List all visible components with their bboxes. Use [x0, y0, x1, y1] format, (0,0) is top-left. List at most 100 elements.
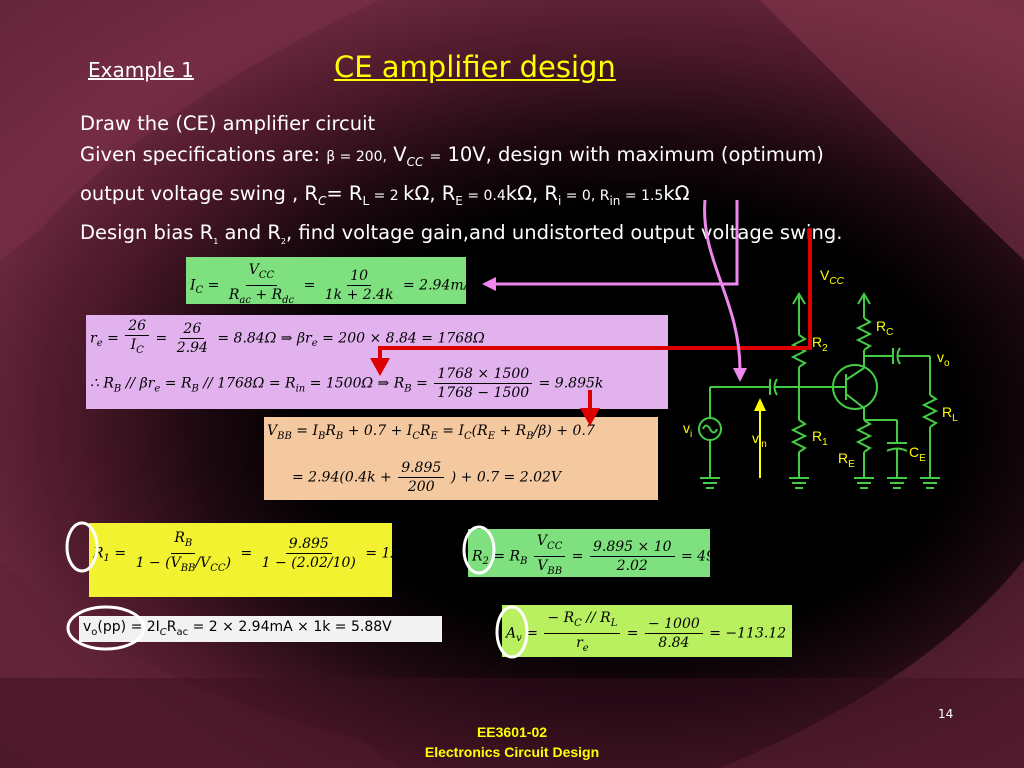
av-den1-sub: e [582, 642, 589, 654]
vbb-frac-num: R [515, 423, 527, 439]
vcc-eq: = [429, 149, 442, 165]
ic-result: = 2.94mA [403, 277, 474, 294]
problem-line-3: output voltage swing , RC= RL = 2 kΩ, RE… [80, 178, 842, 217]
l3-k1: kΩ, R [403, 181, 456, 205]
r2-num1: V [536, 533, 548, 549]
av-num1: − R [547, 610, 575, 626]
re-result-sub: e [311, 338, 318, 350]
r1-result: = 12.4k [365, 545, 422, 562]
av-den1: r [576, 634, 583, 651]
vo-s3: ac [176, 626, 189, 638]
vcc-label: V [393, 143, 407, 166]
vbb-frac-num-sub: B [526, 430, 534, 442]
page-number: 14 [938, 707, 954, 721]
l3-e: E [455, 193, 463, 208]
av-result: = −113.12 [709, 625, 787, 642]
rb-result: = 9.895k [538, 375, 604, 392]
av-num2: − 1000 [644, 615, 703, 634]
vin-label: vin [752, 430, 767, 450]
ic-den1-plus: + R [250, 286, 283, 303]
vbb-frac-den: β [538, 423, 547, 439]
l3-v1: = 2 [369, 187, 404, 204]
vi-sub-text: i [690, 428, 693, 440]
r2-den1-sub: BB [547, 565, 563, 577]
vbb-i: + 0.7 [551, 423, 595, 439]
r1-text: R [812, 428, 823, 444]
vcc-label: VCC [820, 267, 844, 287]
r2-sub-text: 2 [822, 342, 828, 354]
rb-t6: = [411, 375, 428, 392]
r2-den1: V [537, 557, 548, 574]
rb-s1: B [113, 383, 122, 395]
ic-lhs: I [190, 277, 196, 294]
vbb-c-sub: B [335, 430, 344, 442]
av-num1-sub: C [574, 617, 582, 629]
re-den2: 2.94 [176, 339, 208, 356]
vbb-d: + 0.7 + I [343, 423, 413, 439]
rl-label: RL [942, 404, 958, 424]
r2-num2: 9.895 × 10 [590, 538, 675, 557]
l4-c: , find voltage gain,and undistorted outp… [286, 220, 843, 244]
re-lhs: r [90, 330, 97, 347]
re-sub-text: E [848, 458, 855, 470]
problem-line-1: Draw the (CE) amplifier circuit [80, 112, 376, 135]
vbb-f-sub: C [464, 430, 472, 442]
r1-den2-num: 2.02 [296, 554, 328, 571]
av-den2: 8.84 [658, 634, 690, 651]
vbb-equation: VBB = IBRB + 0.7 + ICRE = IC(RE + RB/β) … [264, 417, 658, 500]
vbb-b: = I [291, 423, 318, 439]
vin-sub-text: in [759, 438, 767, 450]
problem-statement: Draw the (CE) amplifier circuit Given sp… [80, 108, 842, 257]
l3-k3: kΩ [663, 181, 690, 205]
vi-label: vi [683, 420, 692, 440]
ic-den1: R [228, 286, 240, 303]
vbb-f: = I [437, 423, 465, 439]
av-eq: = [526, 625, 538, 642]
problem-line-4: Design bias R1 and R2, find voltage gain… [80, 217, 842, 257]
l4-2: 2 [280, 236, 287, 246]
r1-den2-den: 10 [332, 554, 351, 571]
r2-lhs: R [472, 548, 483, 565]
vi-text: v [683, 420, 690, 436]
rb-s4: in [295, 383, 306, 395]
vbb-d-sub: C [412, 430, 420, 442]
r1-den1-bden-sub: CC [210, 562, 226, 574]
vo-t3: R [166, 619, 177, 635]
re-num1: 26 [125, 317, 150, 336]
rb-num: 1768 × 1500 [434, 365, 533, 384]
rb-s2: e [154, 383, 161, 395]
l4-b: and R [218, 220, 281, 244]
av-num1-b-sub: L [610, 617, 618, 629]
av-num1-b: // R [581, 610, 611, 626]
beta-value: β = 200, [326, 149, 388, 165]
vbb-h: + [495, 423, 512, 439]
ic-num1-sub: CC [258, 269, 275, 281]
l3-c: C [317, 193, 327, 208]
l3-v3: = 0, R [561, 187, 610, 204]
r1-den1-bden: V [200, 554, 211, 571]
vo-t4: = 2 × 2.94mA × 1k = 5.88V [188, 619, 392, 635]
r1-lhs: R [93, 545, 104, 562]
vo-s2: C [159, 626, 167, 638]
vbb-g-sub: E [487, 430, 495, 442]
rb-s3: B [191, 383, 199, 395]
ic-den1-b: dc [282, 294, 295, 306]
r1-eq: = [114, 545, 127, 562]
ce-text: C [909, 444, 920, 460]
r2-label: R2 [812, 334, 828, 354]
ic-num2: 10 [347, 267, 372, 286]
l4-1: 1 [213, 236, 219, 246]
r1-num2: 9.895 [285, 535, 332, 554]
vo-equation: vo(pp) = 2ICRac = 2 × 2.94mA × 1k = 5.88… [79, 616, 442, 642]
